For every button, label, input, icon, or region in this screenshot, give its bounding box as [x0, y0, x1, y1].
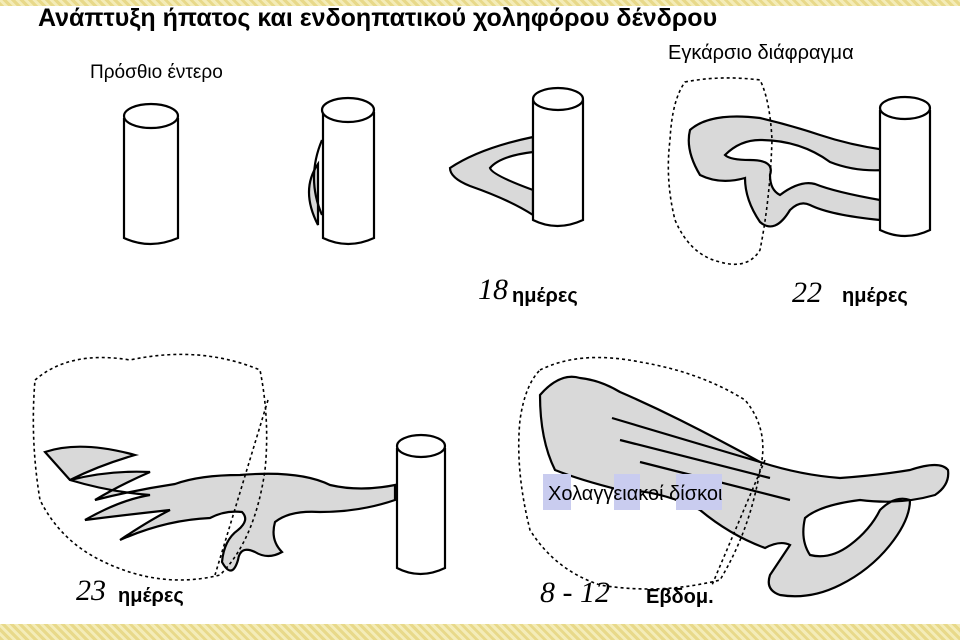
septum-outline-stage-22 — [667, 77, 773, 266]
stage-8-12-number: 8 - 12 — [540, 576, 610, 609]
septum-outline-stage-23 — [32, 353, 268, 581]
top-decorative-band — [0, 0, 960, 6]
liver-bud-stage-18-days — [448, 86, 585, 228]
stage-22-unit: ημέρες — [842, 285, 908, 307]
liver-bud-stage-22-days — [687, 95, 932, 238]
septum-label: Εγκάρσιο διάφραγμα — [668, 42, 854, 64]
stage-23-number: 23 — [76, 574, 106, 607]
foregut-tube-stage-2 — [308, 96, 376, 246]
bottom-decorative-band — [0, 624, 960, 640]
ductal-plate-highlight — [676, 474, 722, 510]
foregut-tube-stage-1 — [122, 102, 180, 246]
slide-title: Ανάπτυξη ήπατος και ενδοηπατικού χοληφόρ… — [38, 4, 718, 32]
ductal-plate-highlight — [543, 474, 571, 510]
stage-23-unit: ημέρες — [118, 585, 184, 607]
ductal-plates-label: Χολαγγειακοί δίσκοι — [548, 483, 723, 505]
stage-18-number: 18 — [478, 273, 508, 306]
stage-8-12-unit: Εβδομ. — [646, 586, 714, 608]
ductal-plate-highlight — [614, 474, 640, 510]
stage-22-number: 22 — [792, 276, 822, 309]
liver-stage-23-days — [43, 433, 447, 576]
stage-18-unit: ημέρες — [512, 285, 578, 307]
foregut-label: Πρόσθιο έντερο — [90, 62, 223, 83]
